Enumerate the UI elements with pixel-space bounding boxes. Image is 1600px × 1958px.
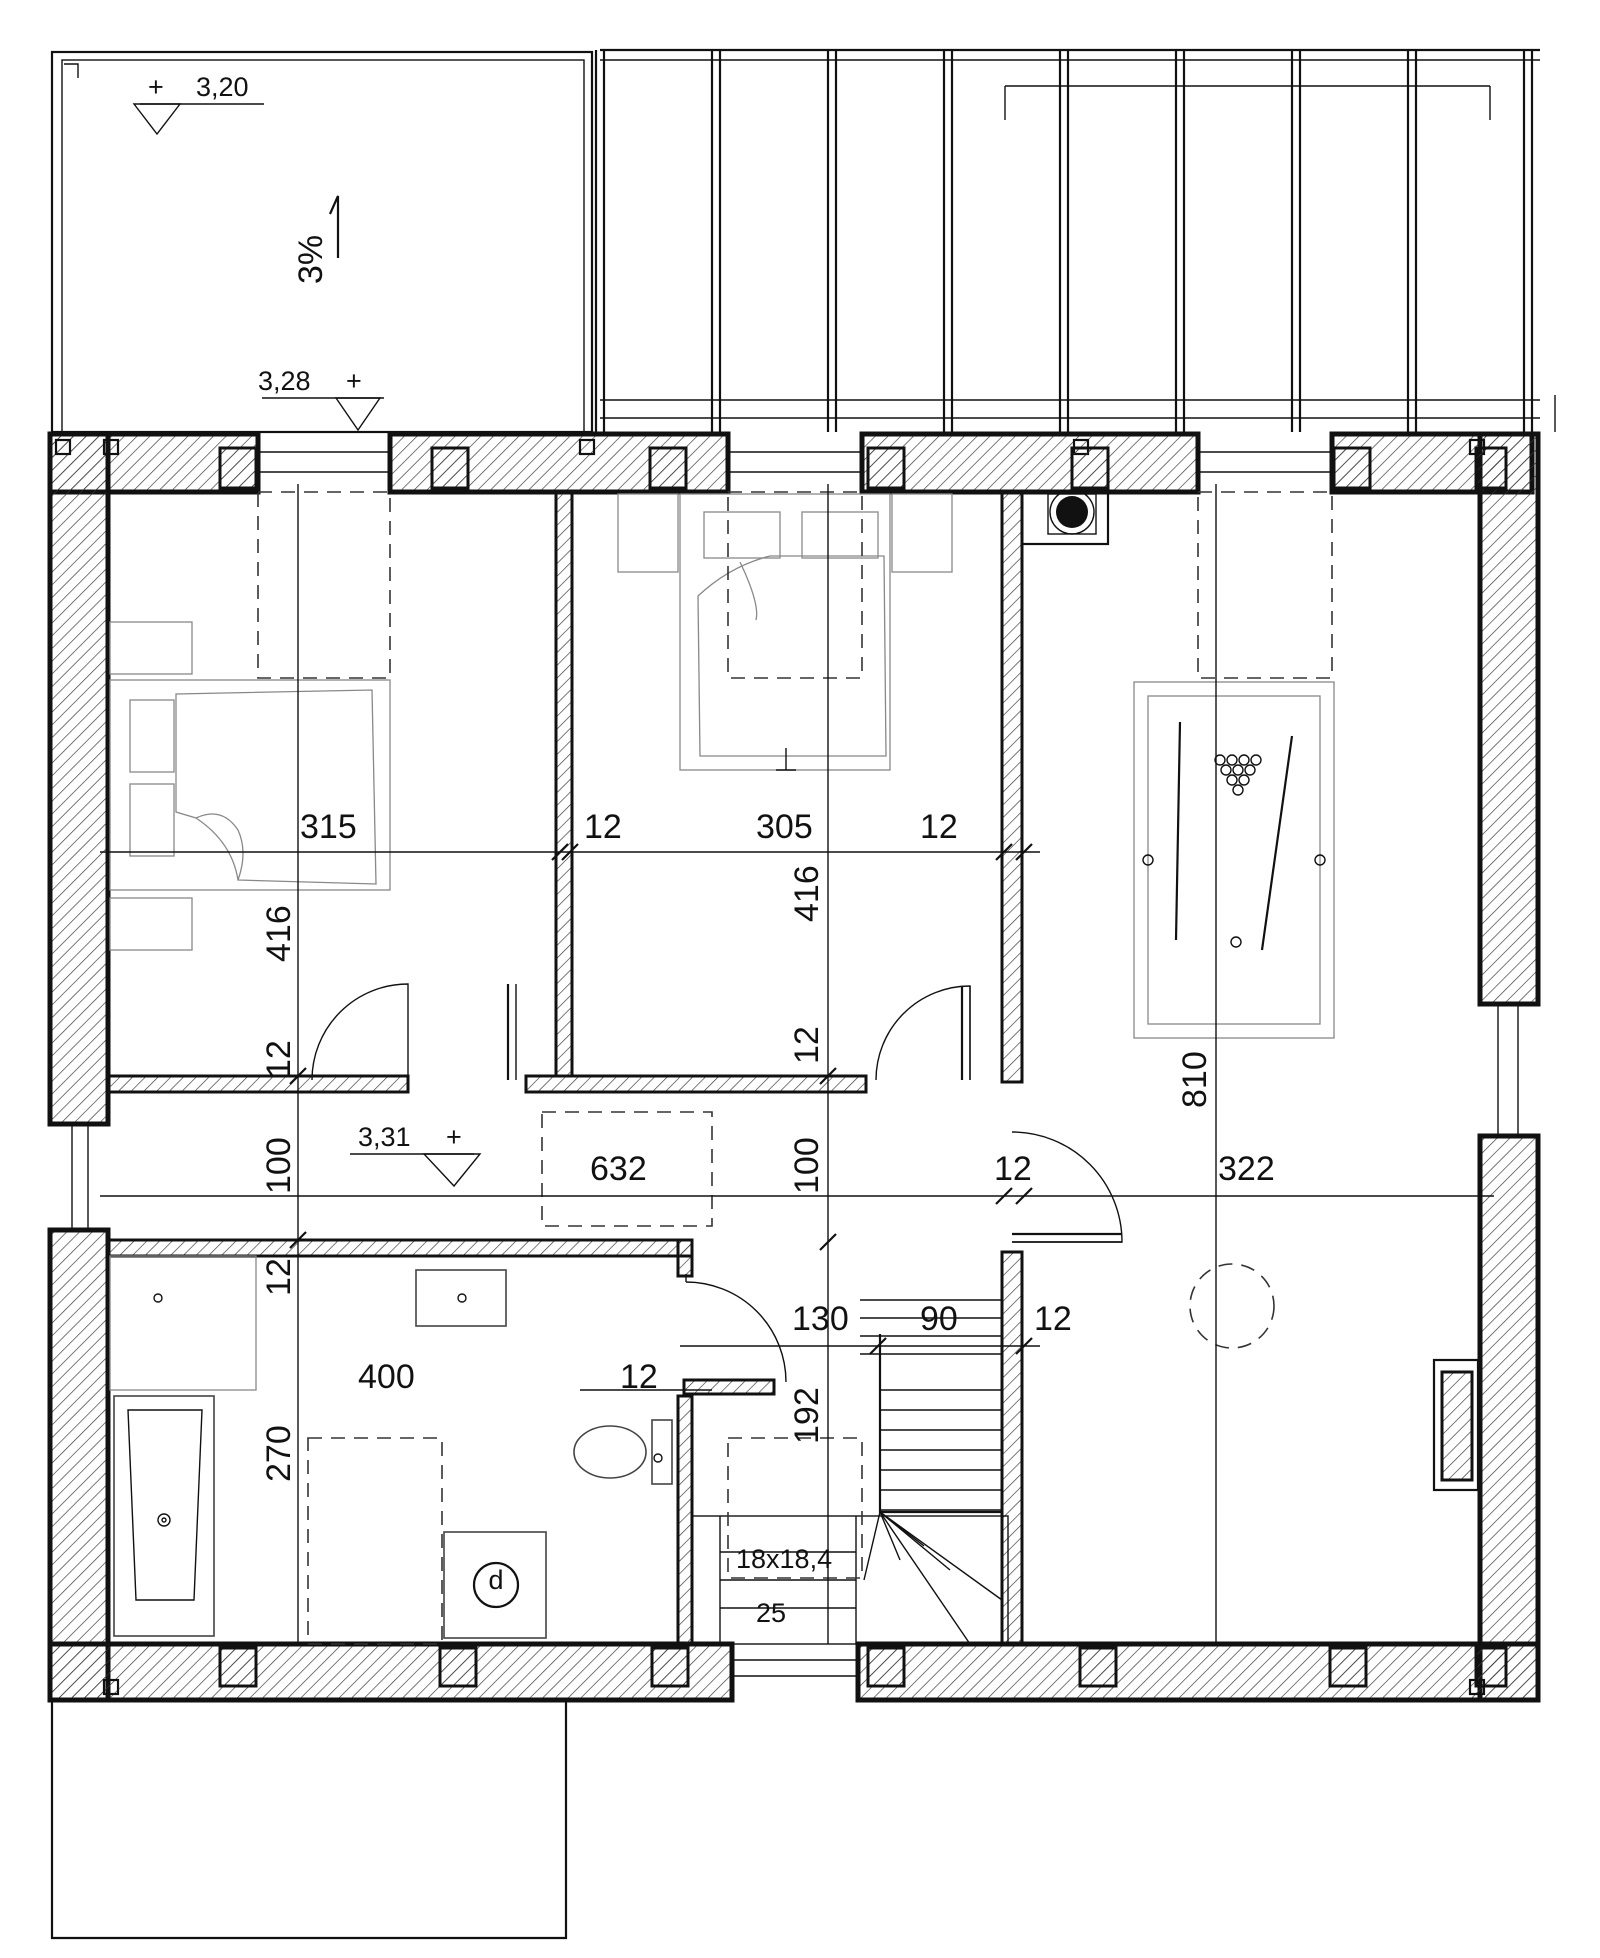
dim-wall-c: 12 (260, 1040, 298, 1078)
dim-door-height: 192 (788, 1387, 826, 1444)
dimension-labels: 3% 315 12 305 12 416 416 12 12 100 632 1… (260, 235, 1275, 1628)
washer-symbol: p (488, 1569, 503, 1599)
dim-wall-f: 12 (260, 1258, 298, 1296)
level-marker-terrace-high: + 3,20 (132, 72, 264, 136)
dim-wall-d: 12 (788, 1026, 826, 1064)
level-hall: 3,31 (358, 1122, 411, 1152)
level-sign: + (446, 1122, 462, 1152)
dim-wall-h: 12 (1034, 1300, 1072, 1338)
dim-bedroom1-width: 315 (300, 808, 357, 846)
dimension-lines (100, 484, 1494, 1644)
dim-games-room-depth: 810 (1176, 1051, 1214, 1108)
dim-hall-width-left: 100 (260, 1137, 298, 1194)
pergola (594, 48, 1556, 432)
stair-count: 25 (756, 1598, 786, 1628)
dim-games-room-width: 322 (1218, 1150, 1275, 1188)
dim-wall-g: 12 (620, 1358, 658, 1396)
dim-wall-a: 12 (584, 808, 622, 846)
dim-bedroom1-depth: 416 (260, 905, 298, 962)
dim-bath-depth: 270 (260, 1425, 298, 1482)
dim-bedroom2-depth: 416 (788, 865, 826, 922)
pergola-beams (594, 50, 1534, 432)
level-marker-hall: 3,31 + (350, 1122, 482, 1188)
terrace (50, 50, 594, 434)
stair-step-size: 18x18,4 (736, 1544, 832, 1574)
walls (47, 431, 1541, 1703)
level-sign: + (346, 366, 362, 396)
dim-landing: 130 (792, 1300, 849, 1338)
dim-wall-b: 12 (920, 808, 958, 846)
dim-bath-width: 400 (358, 1358, 415, 1396)
dashed-outlines (257, 491, 1333, 1645)
dim-stair-width: 90 (920, 1300, 958, 1338)
level-terrace-high: 3,20 (196, 72, 249, 102)
doors (311, 983, 1123, 1383)
furniture: p (109, 493, 1480, 1645)
balcony-outline (50, 1700, 568, 1940)
dim-bedroom2-width: 305 (756, 808, 813, 846)
staircase (691, 1299, 1009, 1645)
dim-wall-e: 12 (994, 1150, 1032, 1188)
level-terrace-low: 3,28 (258, 366, 311, 396)
dim-hall-width-mid: 100 (788, 1137, 826, 1194)
level-marker-terrace-low: 3,28 + (258, 366, 384, 432)
slope-label: 3% (292, 235, 330, 284)
level-sign: + (148, 72, 164, 102)
dim-hall-length: 632 (590, 1150, 647, 1188)
